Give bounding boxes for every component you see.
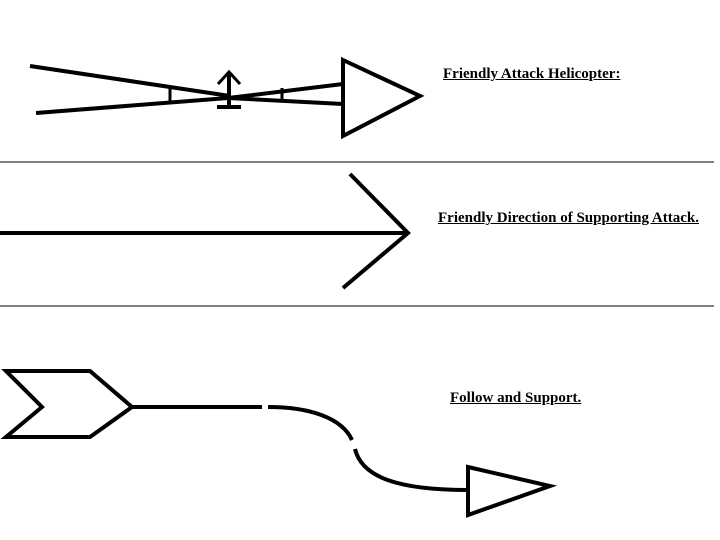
helicopter-shaft-line <box>227 82 344 100</box>
supporting-attack-arrow-symbol <box>0 172 411 290</box>
follow-support-arrow-head <box>466 464 558 518</box>
follow-support-chevron-tail <box>0 369 136 439</box>
rotor-mast-icon <box>216 69 242 109</box>
attack-helicopter-symbol <box>29 56 425 140</box>
helicopter-rotor-line-a <box>29 64 231 98</box>
helicopter-arrow-head <box>341 56 425 140</box>
attack-helicopter-label: Friendly Attack Helicopter: <box>443 66 621 82</box>
follow-support-curve-upper <box>267 405 354 441</box>
follow-and-support-symbol <box>0 369 558 518</box>
follow-support-curve-lower <box>353 448 469 492</box>
supporting-attack-label: Friendly Direction of Supporting Attack. <box>438 210 699 226</box>
supporting-attack-arrow-head <box>341 172 411 290</box>
helicopter-rotor-line-b <box>35 96 229 115</box>
follow-and-support-label: Follow and Support. <box>450 390 582 406</box>
helicopter-shaft-line-lower <box>227 96 344 106</box>
